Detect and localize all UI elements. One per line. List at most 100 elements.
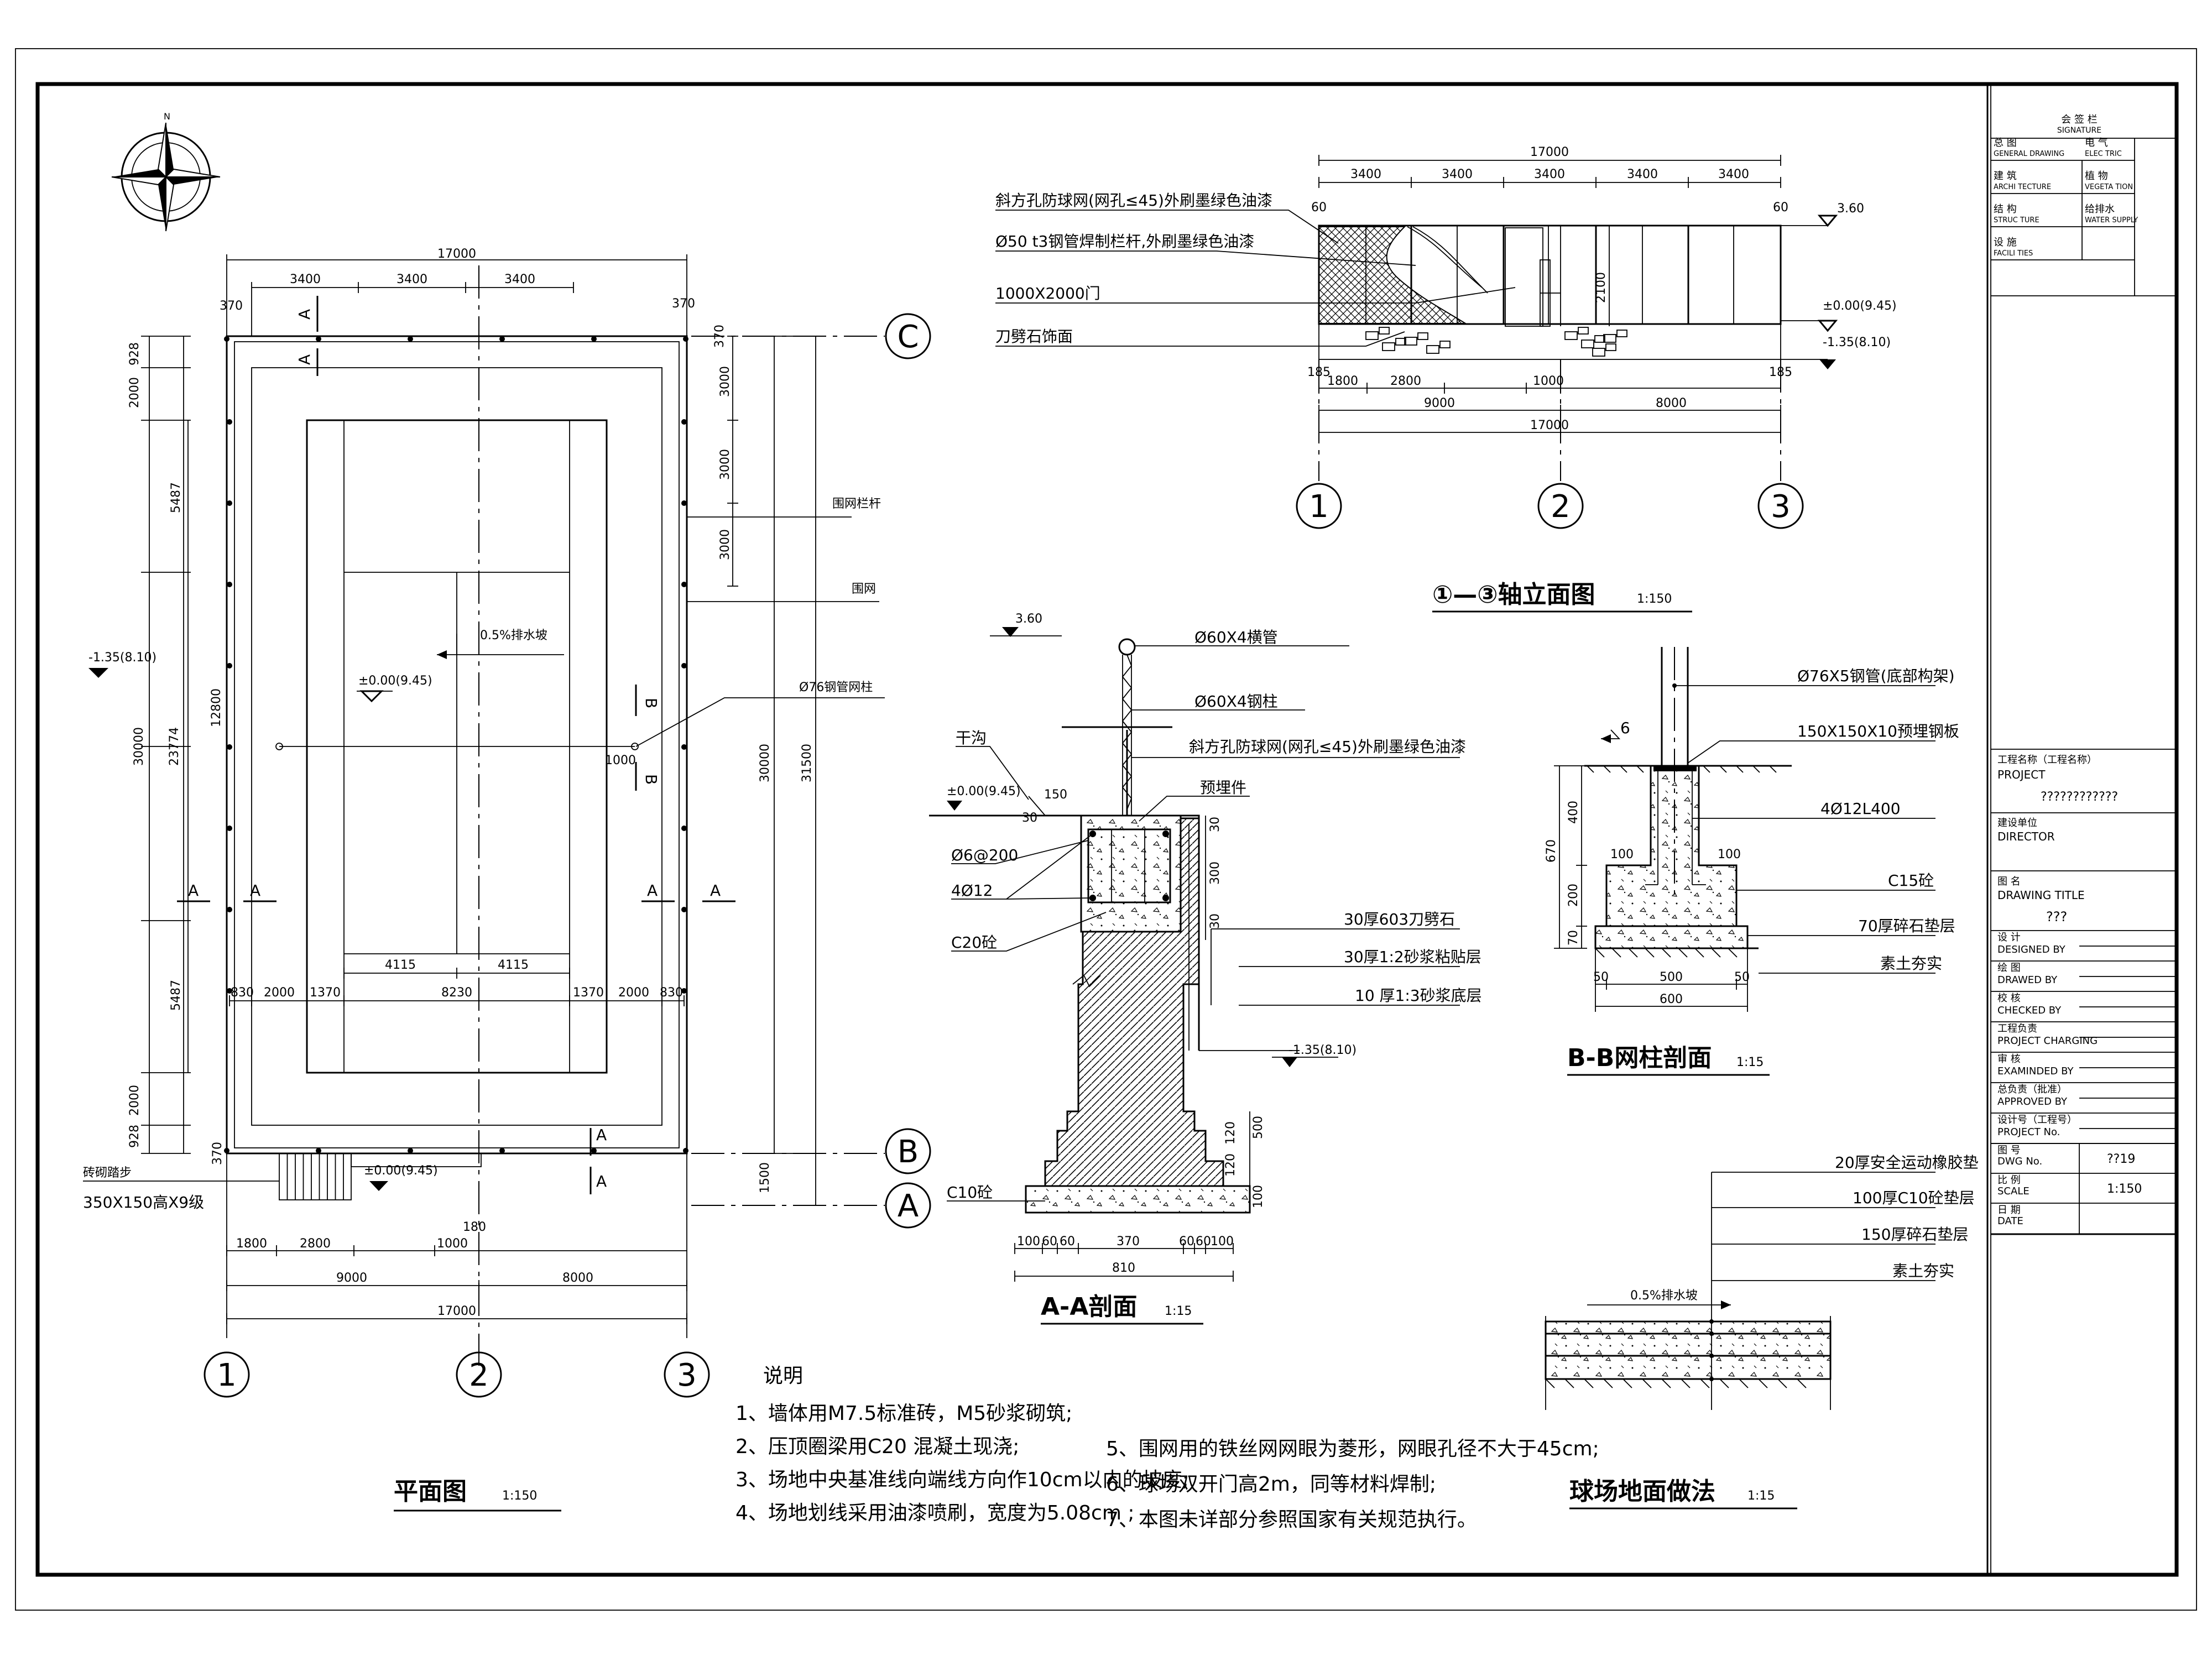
fence-post — [499, 1148, 505, 1153]
plan-section-a-top-2: A — [295, 354, 314, 365]
sign-cell-en: ARCHI TECTURE — [1994, 183, 2051, 191]
signature-en: SIGNATURE — [2057, 126, 2101, 135]
plan-right-370-top: 370 — [713, 325, 727, 348]
plan-axis-3: 3 — [664, 1351, 710, 1398]
plan-section-a-top-1: A — [295, 309, 314, 320]
plan-bottom-9000: 9000 — [336, 1271, 367, 1285]
bb-label-soil: 素土夯实 — [1880, 954, 1942, 973]
elev-label-net: 斜方孔防球网(网孔≤45)外刷墨绿色油漆 — [995, 191, 1272, 210]
fence-post — [591, 1148, 597, 1153]
floor-detail: 20厚安全运动橡胶垫 100厚C10砼垫层 150厚碎石垫层 素土夯实 0.5%… — [1545, 1153, 1979, 1509]
plan-left-dim-12800: 12800 — [210, 688, 223, 727]
sign-cell-en: FACILI TIES — [1994, 249, 2033, 258]
tb-row-cn: 校 核 — [1997, 993, 2021, 1004]
svg-text:A: A — [898, 1188, 919, 1224]
plan-label-steps-size: 350X150高X9级 — [83, 1193, 204, 1211]
aa-dim-150: 150 — [1044, 788, 1067, 802]
elev-top-total: 17000 — [1530, 145, 1569, 159]
plan-section-a-r2: A — [710, 881, 721, 900]
fence-post — [227, 744, 232, 750]
plan-court-2000b: 2000 — [618, 986, 649, 1000]
aa-dim-30a: 30 — [1208, 817, 1222, 832]
sign-cell-cn: 给排水 — [2085, 203, 2115, 215]
plan-top-dim-2: 3400 — [397, 273, 427, 286]
aa-label-base: 10 厚1:3砂浆底层 — [1355, 986, 1482, 1005]
fence-post — [227, 500, 232, 506]
dwg-label: 图 号 — [1997, 1145, 2021, 1156]
plan-axis-A: A — [885, 1182, 931, 1229]
plan-section-a-bottom-1: A — [596, 1126, 607, 1144]
fence-post — [408, 336, 413, 342]
drawing-title-value: ??? — [2046, 909, 2067, 924]
fence-post — [224, 336, 229, 342]
plan-label-railing: 围网栏杆 — [832, 497, 881, 511]
plan-left-370-bottom: 370 — [211, 1142, 225, 1165]
svg-text:2: 2 — [1551, 489, 1571, 525]
aa-label-tube: Ø60X4横管 — [1194, 628, 1278, 646]
plan-right-dim-2: 3000 — [718, 449, 732, 480]
aa-bottom-100a: 100 — [1017, 1235, 1040, 1249]
notes-item-3: 3、场地中央基准线向端线方向作10cm以内的坡度; — [735, 1469, 1189, 1491]
aa-elev-top: 3.60 — [1015, 612, 1042, 626]
aa-bottom-60d: 60 — [1196, 1235, 1211, 1249]
tb-row-en: DESIGNED BY — [1997, 944, 2066, 955]
fence-post — [227, 988, 232, 994]
plan-court-8230: 8230 — [441, 986, 472, 1000]
elev-axis-2: 2 — [1537, 483, 1584, 529]
aa-label-mortar: 30厚1:2砂浆粘贴层 — [1344, 948, 1481, 966]
notes-item-7: 7、本图未详部分参照国家有关规范执行。 — [1106, 1508, 1477, 1531]
bb-label-tube: Ø76X5钢管(底部构架) — [1797, 667, 1955, 685]
signature-cn: 会 签 栏 — [2061, 114, 2097, 126]
aa-label-embed: 预埋件 — [1200, 779, 1246, 797]
sheet-trim — [15, 48, 2197, 1611]
floor-label-concrete: 100厚C10砼垫层 — [1853, 1189, 1975, 1207]
floor-label-soil: 素土夯实 — [1892, 1262, 1954, 1280]
plan-left-dim-928b: 928 — [128, 1125, 142, 1148]
tb-row-cn: 审 核 — [1997, 1053, 2021, 1065]
date-label: 日 期 — [1997, 1204, 2021, 1216]
svg-text:3: 3 — [677, 1357, 697, 1393]
dwg-en: DWG No. — [1997, 1156, 2042, 1167]
aa-dim-120a: 120 — [1224, 1121, 1238, 1145]
svg-text:1: 1 — [1309, 489, 1329, 525]
plan-elev-main: ±0.00(9.45) — [358, 674, 432, 688]
bb-bottom-500: 500 — [1660, 970, 1683, 984]
scale-en: SCALE — [1997, 1185, 2030, 1197]
floor-slope: 0.5%排水坡 — [1630, 1289, 1698, 1303]
director-en: DIRECTOR — [1997, 830, 2055, 843]
elev-top-dim-5: 3400 — [1718, 168, 1749, 181]
plan-title: 平面图 — [394, 1477, 467, 1506]
fence-post — [681, 744, 687, 750]
plan-left-dim-2000a: 2000 — [128, 377, 142, 408]
scale-label: 比 例 — [1997, 1174, 2021, 1186]
plan-left-dim-928a: 928 — [128, 342, 142, 365]
elev-top-dim-1: 3400 — [1350, 168, 1381, 181]
plan-bottom-1000: 1000 — [437, 1237, 468, 1251]
plan-axis-C: C — [885, 313, 931, 359]
notes-heading: 说明 — [763, 1365, 803, 1387]
aa-bottom-100b: 100 — [1211, 1235, 1234, 1249]
elev-bottom-8000: 8000 — [1656, 396, 1687, 410]
project-label: 工程名称（工程名称） — [1997, 754, 2097, 766]
plan-axis-1: 1 — [204, 1351, 250, 1398]
elev-bottom-9000: 9000 — [1424, 396, 1455, 410]
fence-post — [227, 907, 232, 912]
plan-axis-2: 2 — [456, 1351, 502, 1398]
elev-axis-1: 1 — [1296, 483, 1342, 529]
dwg-value: ??19 — [2107, 1152, 2135, 1166]
elev-label-door: 1000X2000门 — [995, 284, 1100, 302]
floor-label-gravel: 150厚碎石垫层 — [1861, 1225, 1968, 1244]
plan-section-b-1: B — [642, 698, 660, 708]
elev-axis-3: 3 — [1757, 483, 1804, 529]
plan-elev-outer: -1.35(8.10) — [88, 651, 156, 665]
plan-scale: 1:150 — [502, 1489, 537, 1503]
notes-item-5: 5、围网用的铁丝网网眼为菱形，网眼孔径不大于45cm; — [1106, 1438, 1599, 1460]
aa-bottom-total: 810 — [1112, 1261, 1135, 1275]
plan-court-2000a: 2000 — [264, 986, 295, 1000]
tb-row-en: PROJECT CHARGING — [1997, 1035, 2098, 1047]
plan-left-dim-5487a: 5487 — [169, 482, 183, 513]
sign-cell-en: WATER SUPPLY — [2085, 216, 2138, 224]
notes-item-6: 6、球场双开门高2m，同等材料焊制; — [1106, 1473, 1436, 1496]
aa-dim-30-top: 30 — [1022, 811, 1037, 825]
